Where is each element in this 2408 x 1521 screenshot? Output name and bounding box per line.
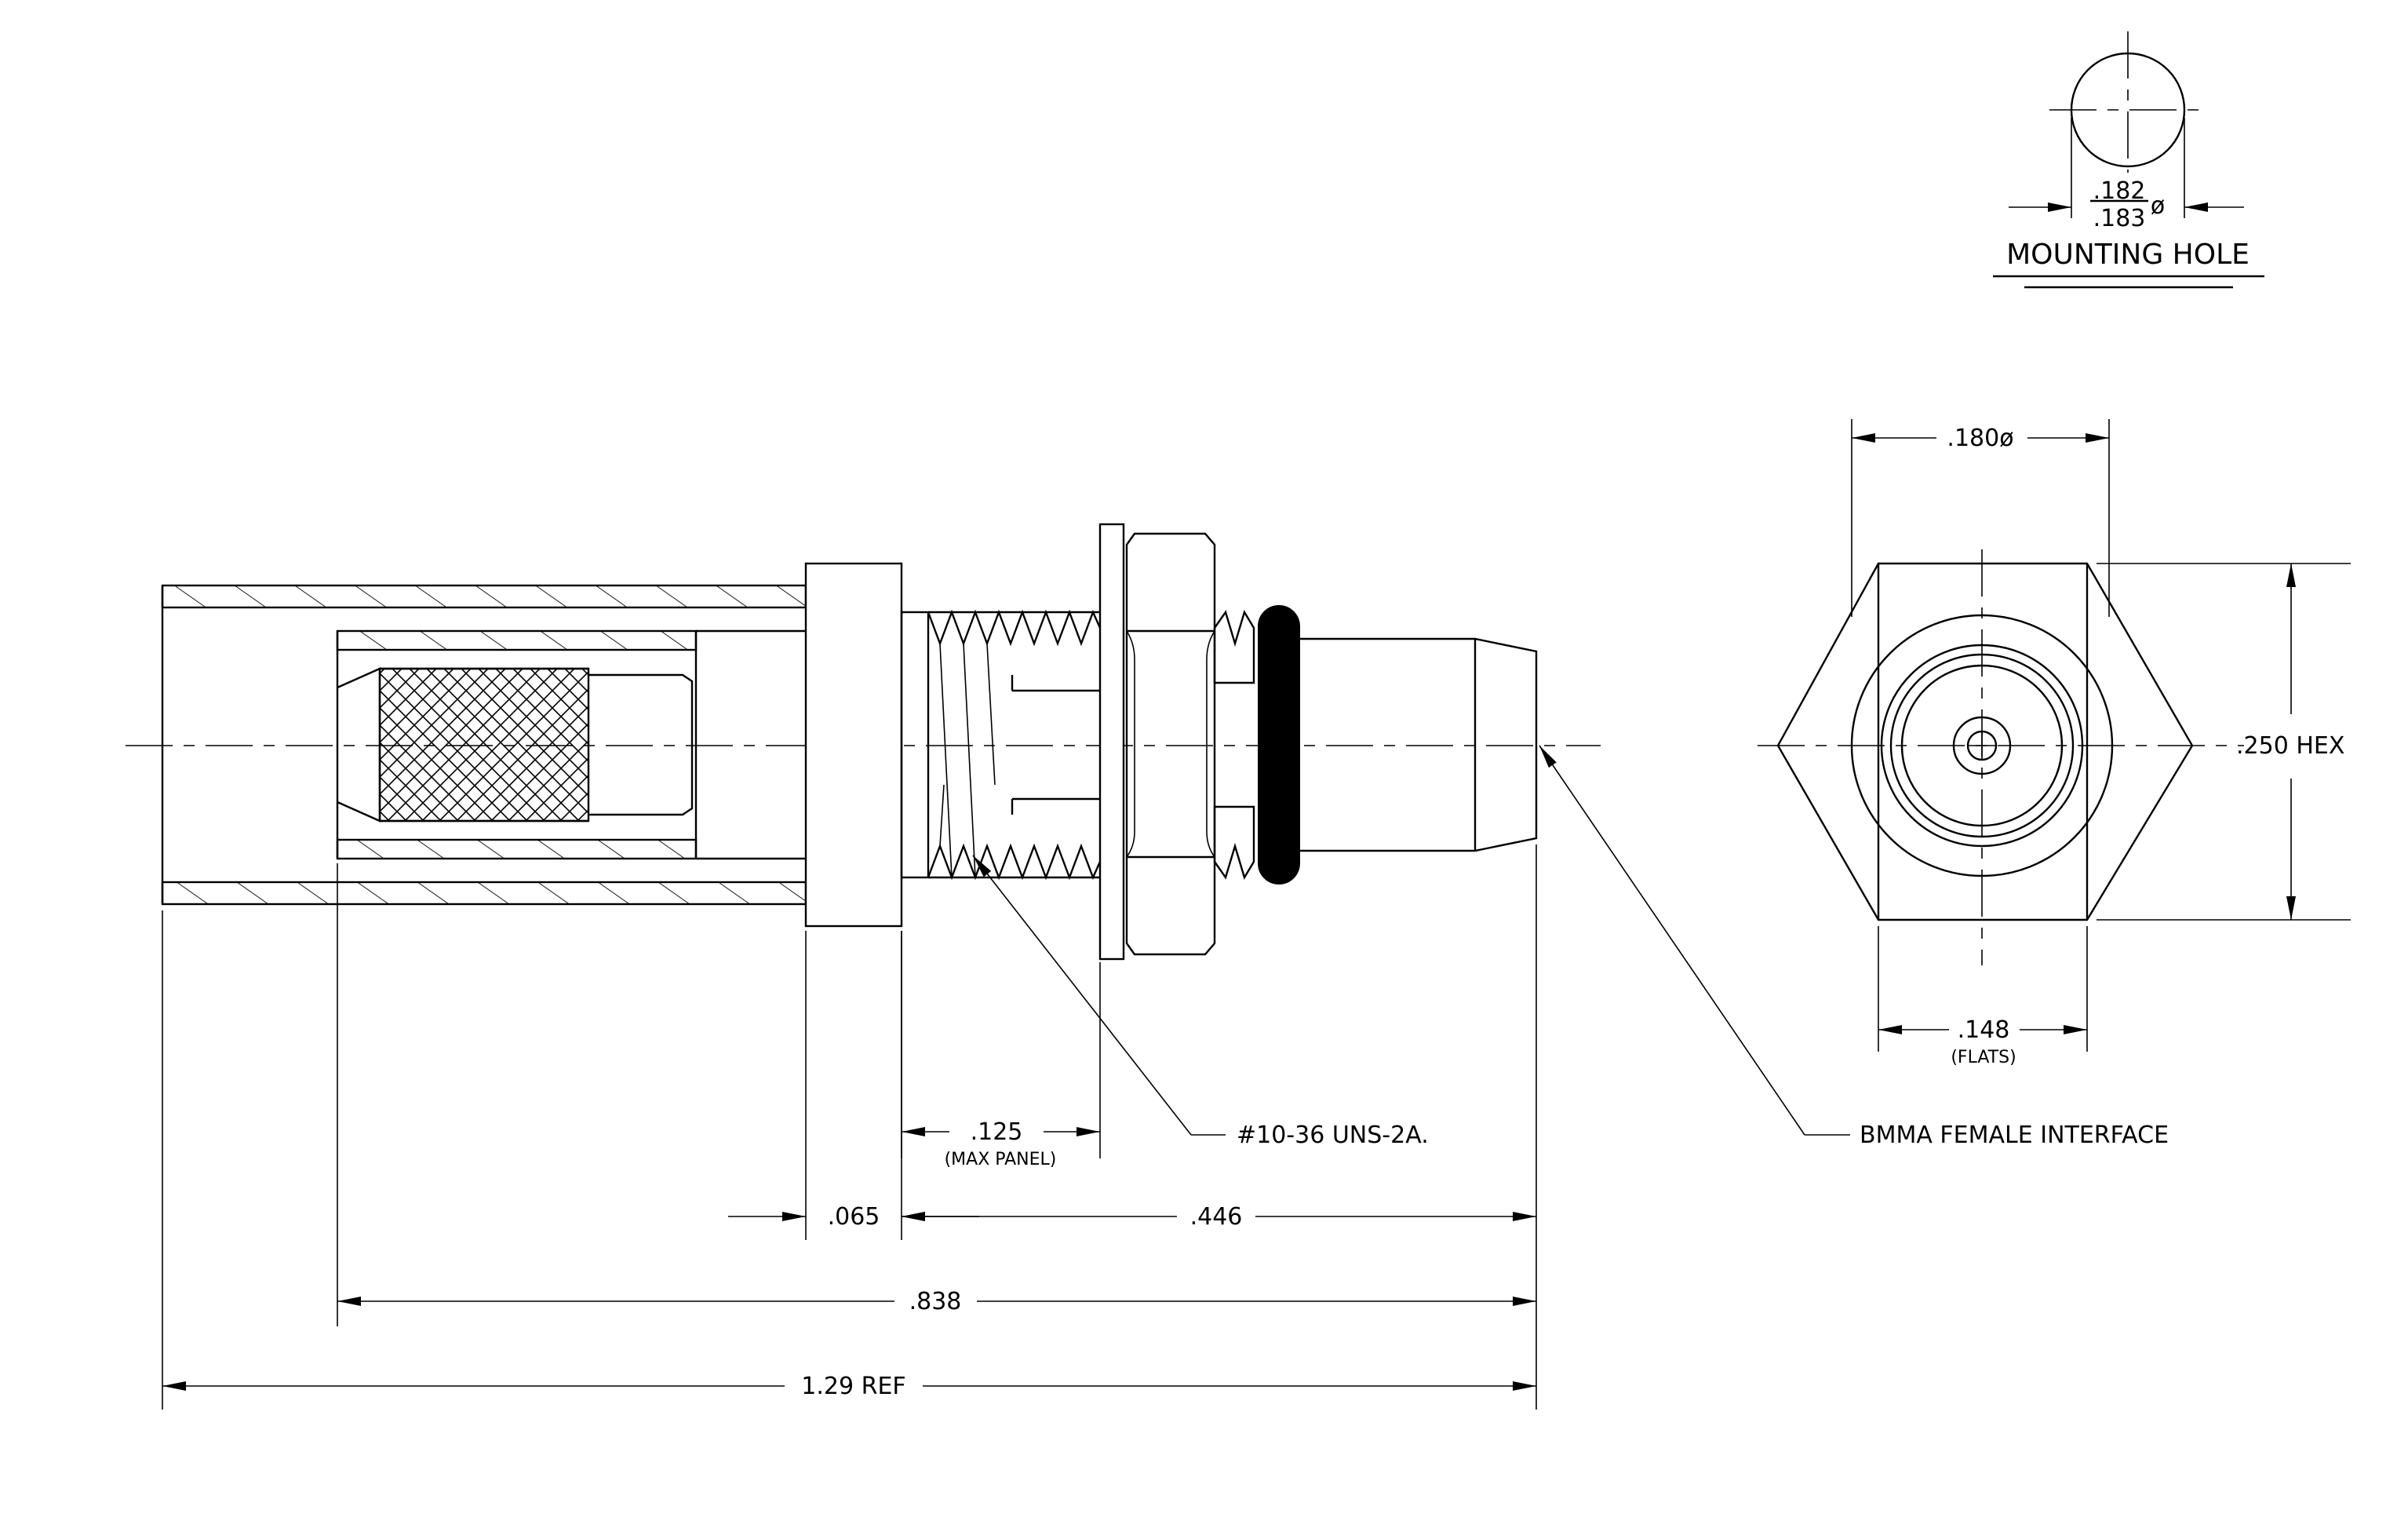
- outer-tube-bottom-wall: [161, 881, 807, 906]
- dim-flange: .065: [828, 1203, 880, 1231]
- flange: [804, 562, 903, 928]
- interface-body: [1299, 637, 1538, 852]
- dim-interface: BMMA FEMALE INTERFACE: [1860, 1122, 2169, 1149]
- o-ring: [1258, 605, 1300, 885]
- connector-side-view: .125 (MAX PANEL) #10-36 UNS-2A. BMMA FEM…: [126, 523, 2169, 1410]
- dim-thread: #10-36 UNS-2A.: [1237, 1122, 1429, 1149]
- dim-panel: .125: [971, 1118, 1023, 1146]
- mounting-hole-dia-top: .182: [2093, 177, 2146, 205]
- dim-flats: .148: [1958, 1016, 2010, 1044]
- mounting-hole-dia-symbol: ø: [2151, 192, 2165, 220]
- dim-body-length: .446: [1190, 1203, 1243, 1231]
- dim-panel-note: (MAX PANEL): [945, 1150, 1057, 1169]
- mounting-hole-title: MOUNTING HOLE: [2006, 239, 2250, 271]
- mounting-hole-dia-bottom: .183: [2093, 205, 2146, 232]
- dim-diameter-180: .180ø: [1947, 425, 2013, 452]
- connector-end-view: .180ø .250 HEX .148 (FLATS): [1758, 419, 2351, 1067]
- mounting-hole-view: .182 .183 ø MOUNTING HOLE: [1993, 31, 2264, 289]
- dim-length-838: .838: [909, 1288, 962, 1315]
- hex-outline: [1776, 562, 2194, 921]
- inner-sleeve-bottom-wall: [336, 838, 698, 860]
- dim-flats-note: (FLATS): [1951, 1048, 2016, 1067]
- dim-hex: .250 HEX: [2236, 732, 2344, 760]
- knurled-crimp-area: [378, 667, 590, 823]
- outer-tube-top-wall: [161, 584, 807, 609]
- lock-washer: [1098, 523, 1125, 961]
- inner-sleeve-top-wall: [336, 629, 698, 651]
- hex-nut: [1125, 532, 1216, 956]
- threaded-body: [927, 609, 1102, 881]
- dim-overall: 1.29 REF: [801, 1373, 905, 1400]
